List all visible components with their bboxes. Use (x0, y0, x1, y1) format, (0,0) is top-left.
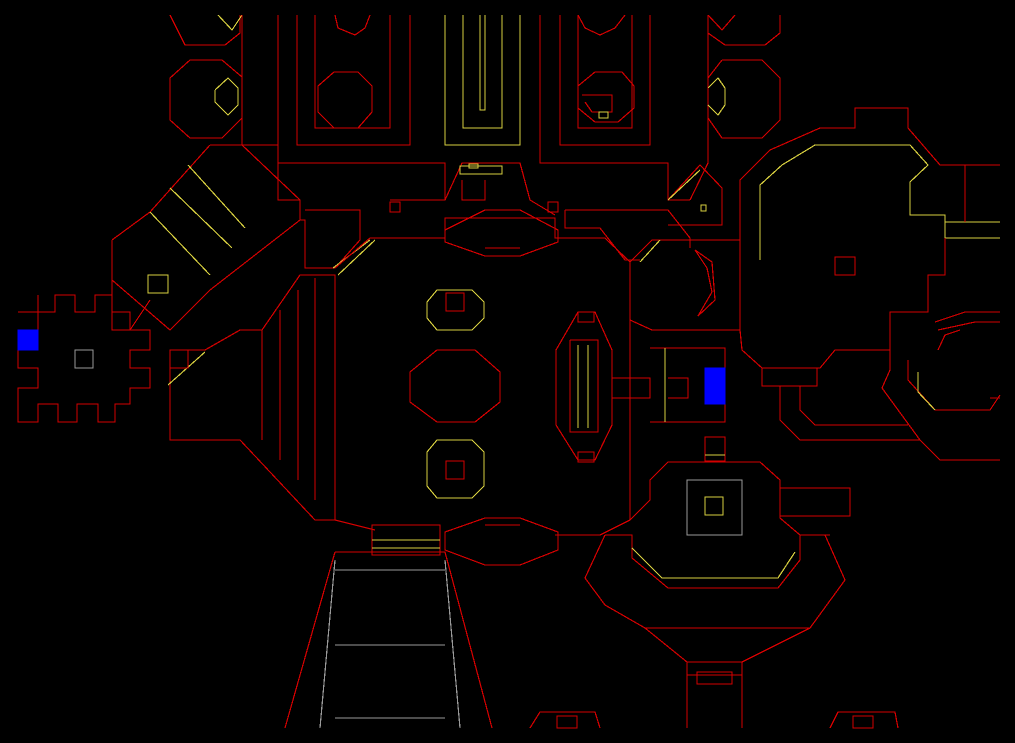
blue-key-door-east (704, 367, 726, 405)
map-walls (17, 14, 1001, 729)
blue-key-door-west (17, 329, 39, 351)
